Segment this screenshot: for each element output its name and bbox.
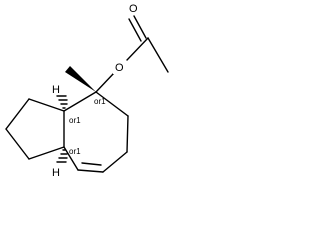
bond-c1-c8a	[28, 146, 65, 160]
bond-c3a-c3	[28, 98, 65, 112]
bond-c8-c8a	[63, 146, 79, 171]
bond-ester-o-c4	[95, 72, 115, 93]
bond-c7-c8-double-b	[81, 162, 102, 166]
hydrogen-top-label: H	[52, 84, 60, 96]
stereo-label-c3a: or1	[69, 116, 81, 125]
hydrogen-bottom-label: H	[52, 167, 60, 179]
hash-bond-top-h	[56, 95, 68, 109]
carbonyl-oxygen-label: O	[129, 3, 138, 15]
bond-c5-c6	[126, 115, 129, 153]
bond-c3a-c4	[63, 91, 97, 112]
bond-carbonyl-double-a	[133, 15, 147, 39]
bond-ch3-carbonyl	[147, 37, 169, 73]
molecule-structure: O O H H or1 or1 or1	[5, 1, 169, 179]
hash-bond-bottom-h	[56, 149, 68, 163]
stereo-label-c8a: or1	[69, 147, 81, 156]
wedge-methyl	[65, 66, 96, 92]
bond-c2-c1	[5, 128, 30, 160]
ester-oxygen-label: O	[115, 62, 124, 74]
bond-c6-c7	[102, 151, 128, 173]
bond-carbonyl-double-b	[128, 18, 142, 42]
bond-c7-c8-double-a	[77, 169, 104, 173]
stereo-label-c4: or1	[94, 97, 106, 106]
bond-carbonyl-ester-o	[126, 37, 149, 61]
bond-c3-c2	[5, 98, 30, 130]
bond-c4-c5	[95, 91, 129, 117]
